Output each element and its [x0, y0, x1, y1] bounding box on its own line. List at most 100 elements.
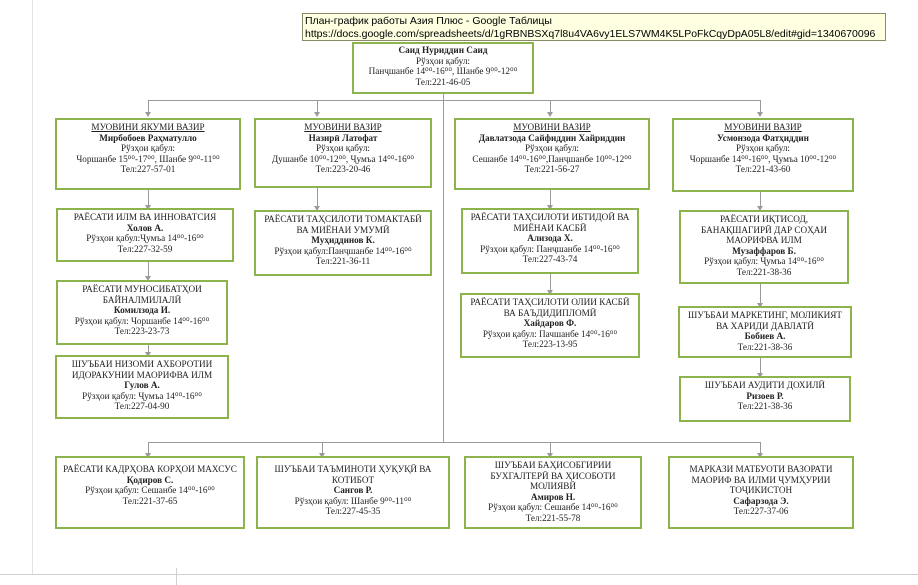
- department-box: РАЁСАТИ МУНОСИБАТҲОИ БАЙНАЛМИЛАЛӢ Комилз…: [56, 280, 228, 345]
- phone: Тел:221-36-11: [315, 256, 371, 267]
- department-title: МАРКАЗИ МАТБУОТИ ВАЗОРАТИ МАОРИФ ВА ИЛМИ…: [689, 464, 833, 496]
- link-tooltip: План-график работы Азия Плюс - Google Та…: [302, 13, 886, 41]
- department-box: ШУЪБАИ ТАЪМИНОТИ ҲУҚУҚӢ ВА КОТИБОТ Санго…: [256, 456, 450, 529]
- department-head: Амиров Н.: [530, 491, 576, 502]
- department-box: ШУЪБАИ МАРКЕТИНГ, МОЛИКИЯТ ВА ХАРИДИ ДАВ…: [678, 306, 852, 358]
- department-head: Холов А.: [126, 222, 164, 233]
- col2-link: [317, 188, 318, 208]
- arrowhead: [145, 112, 151, 117]
- arrowhead: [547, 453, 553, 458]
- department-box: РАЁСАТИ ИҚТИСОД, БАНАҚШАГИРӢ ДАР СОҲАИ М…: [679, 210, 849, 284]
- reception-schedule: Панҷшанбе 14⁰⁰-16⁰⁰, Шанбе 9⁰⁰-12⁰⁰: [368, 66, 518, 77]
- phone: Тел:221-38-36: [736, 266, 792, 277]
- department-title: ШУЪБАИ НИЗОМИ АХБОРОТИИ ИДОРАКУНИИ МАОРИ…: [71, 359, 213, 380]
- arrowhead: [547, 290, 553, 295]
- reception-label: Рўзҳои қабул:: [525, 143, 579, 154]
- bottom-drop-2: [322, 442, 323, 454]
- phone: Тел:227-57-01: [120, 164, 176, 175]
- tooltip-title: План-график работы Азия Плюс - Google Та…: [305, 15, 552, 27]
- reception-schedule: Рўзҳои қабул: Шанбе 9⁰⁰-11⁰⁰: [294, 495, 412, 506]
- department-head: Ризоев Р.: [746, 390, 784, 401]
- reception-schedule: Рўзҳои қабул: Ҷумъа 14⁰⁰-16⁰⁰: [82, 390, 202, 401]
- phone: Тел:221-55-78: [525, 512, 581, 523]
- department-title: РАЁСАТИ КАДРҲОВА КОРҲОИ МАХСУС: [63, 464, 237, 474]
- department-title: ШУЪБАИ ТАЪМИНОТИ ҲУҚУҚӢ ВА КОТИБОТ: [274, 464, 432, 485]
- col4-link: [760, 192, 761, 208]
- department-box: РАЁСАТИ КАДРҲОВА КОРҲОИ МАХСУС Қодиров С…: [55, 456, 245, 529]
- reception-label: Рўзҳои қабул:: [316, 143, 370, 154]
- reception-schedule: Рўзҳои қабул: Чоршанбе 14⁰⁰-16⁰⁰: [74, 315, 210, 326]
- phone: Тел:223-13-95: [522, 339, 578, 350]
- deputy-drop-1: [148, 100, 149, 114]
- department-title: РАЁСАТИ ТАҲСИЛОТИ ТОМАКТАБӢ ВА МИЁНАИ УМ…: [264, 214, 422, 235]
- phone: Тел:221-56-27: [524, 164, 580, 175]
- department-head: Қодиров С.: [126, 474, 174, 485]
- arrowhead: [757, 206, 763, 211]
- arrowhead: [145, 205, 151, 210]
- col1-link: [148, 345, 149, 355]
- arrowhead: [145, 453, 151, 458]
- col1-link: [148, 190, 149, 208]
- department-head: Комилзода И.: [113, 305, 171, 316]
- department-head: Ализода Х.: [527, 233, 573, 244]
- phone: Тел:221-37-65: [122, 495, 178, 506]
- department-box: РАЁСАТИ ИЛМ ВА ИННОВАТСИЯ Холов А. Рўзҳо…: [56, 208, 234, 262]
- page-bottom-rule: [0, 574, 918, 575]
- phone: Тел:227-37-06: [733, 506, 789, 517]
- phone: Тел:221-46-05: [415, 76, 471, 87]
- deputy-title: МУОВИНИ ВАЗИР: [724, 122, 802, 132]
- department-title: РАЁСАТИ ИҚТИСОД, БАНАҚШАГИРӢ ДАР СОҲАИ М…: [700, 214, 828, 246]
- col4-link: [760, 358, 761, 375]
- department-title: РАЁСАТИ ТАҲСИЛОТИ ИБТИДОӢ ВА МИЁНАИ КАСБ…: [470, 212, 630, 233]
- deputy-title: МУОВИНИ ЯКУМИ ВАЗИР: [91, 122, 205, 132]
- bottom-drop-3: [550, 442, 551, 454]
- deputy-title: МУОВИНИ ВАЗИР: [304, 122, 382, 132]
- department-box: ШУЪБАИ НИЗОМИ АХБОРОТИИ ИДОРАКУНИИ МАОРИ…: [55, 355, 229, 419]
- arrowhead: [547, 205, 553, 210]
- deputy-name: Назирӣ Латофат: [308, 132, 378, 143]
- department-head: Гулов А.: [124, 380, 160, 391]
- department-title: РАЁСАТИ ТАҲСИЛОТИ ОЛИИ КАСБӢ ВА БАЪДИДИП…: [470, 297, 630, 318]
- head-trunk-line: [443, 92, 444, 442]
- deputy-box: МУОВИНИ ВАЗИР Назирӣ Латофат Рўзҳои қабу…: [254, 118, 432, 188]
- deputy-drop-2: [317, 100, 318, 114]
- arrowhead: [547, 112, 553, 117]
- department-title: ШУЪБАИ АУДИТИ ДОХИЛӢ: [704, 380, 826, 390]
- arrowhead: [314, 112, 320, 117]
- page-bottom-tick: [176, 568, 177, 585]
- deputy-drop-3: [550, 100, 551, 114]
- phone: Тел:227-43-74: [522, 254, 578, 265]
- department-box: РАЁСАТИ ТАҲСИЛОТИ ОЛИИ КАСБӢ ВА БАЪДИДИП…: [460, 293, 640, 358]
- reception-schedule: Душанбе 10⁰⁰-12⁰⁰, Ҷумъа 14⁰⁰-16⁰⁰: [271, 153, 415, 164]
- arrowhead: [145, 352, 151, 357]
- deputy-drop-4: [760, 100, 761, 114]
- phone: Тел:227-32-59: [117, 243, 173, 254]
- reception-schedule: Рўзҳои қабул: Панҷшанбе 14⁰⁰-16⁰⁰: [480, 243, 620, 254]
- reception-schedule: Рўзҳои қабул: Сешанбе 14⁰⁰-16⁰⁰: [85, 485, 215, 496]
- reception-schedule: Рўзҳои қабул:Ҷумъа 14⁰⁰-16⁰⁰: [86, 233, 204, 244]
- phone: Тел:221-38-36: [737, 341, 793, 352]
- reception-schedule: Чоршанбе 15⁰⁰-17⁰⁰, Шанбе 9⁰⁰-11⁰⁰: [76, 153, 220, 164]
- deputy-box: МУОВИНИ ВАЗИР Давлатзода Сайфиддин Хайри…: [454, 118, 650, 190]
- department-title: ШУЪБАИ БАҲИСОБГИРИИ БУХГАЛТЕРӢ ВА ҲИСОБО…: [490, 460, 616, 492]
- deputy-name: Мирбобоев Раҳматулло: [99, 132, 197, 143]
- page-left-rule: [32, 0, 33, 575]
- department-box: МАРКАЗИ МАТБУОТИ ВАЗОРАТИ МАОРИФ ВА ИЛМИ…: [668, 456, 854, 529]
- reception-label: Рўзҳои қабул:: [736, 143, 790, 154]
- department-head: Муҳиддинов К.: [311, 235, 375, 246]
- arrowhead: [757, 373, 763, 378]
- department-box: РАЁСАТИ ТАҲСИЛОТИ ИБТИДОӢ ВА МИЁНАИ КАСБ…: [461, 208, 639, 274]
- deputy-bus-line: [148, 100, 760, 101]
- department-head: Бобиев А.: [744, 331, 786, 342]
- tooltip-url: https://docs.google.com/spreadsheets/d/1…: [305, 28, 876, 40]
- bottom-drop-4: [760, 442, 761, 454]
- reception-schedule: Рўзҳои қабул: Ҷумъа 14⁰⁰-16⁰⁰: [704, 256, 824, 267]
- phone: Тел:221-38-36: [737, 401, 793, 412]
- department-head: Сафарзода Э.: [733, 495, 789, 506]
- minister-name: Саид Нуриддин Саид: [398, 45, 488, 55]
- minister-box: Саид Нуриддин Саид Рўзҳои қабул: Панҷшан…: [352, 42, 534, 94]
- department-head: Хайдаров Ф.: [523, 318, 577, 329]
- arrowhead: [757, 112, 763, 117]
- deputy-box: МУОВИНИ ЯКУМИ ВАЗИР Мирбобоев Раҳматулло…: [55, 118, 241, 190]
- phone: Тел:227-04-90: [114, 401, 170, 412]
